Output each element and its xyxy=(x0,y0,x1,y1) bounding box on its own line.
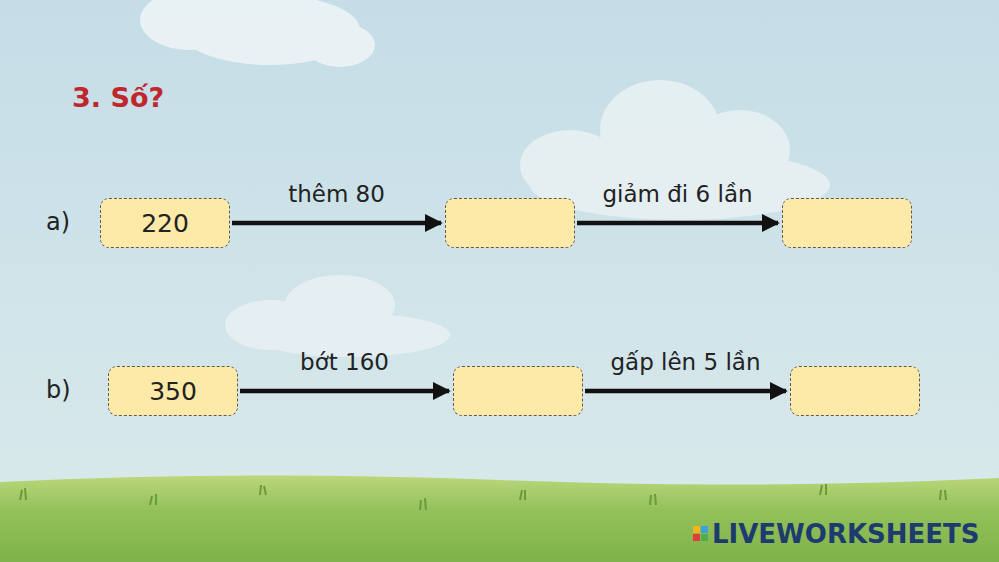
arrow xyxy=(232,221,441,226)
answer-box xyxy=(782,198,912,248)
answer-box xyxy=(445,198,575,248)
grass-tufts xyxy=(20,484,946,510)
arrow xyxy=(240,389,449,394)
answer-box xyxy=(453,366,583,416)
arrow xyxy=(585,389,786,394)
row-label: b) xyxy=(46,376,71,404)
answer-box xyxy=(790,366,920,416)
title: 3. Số? xyxy=(72,82,164,113)
grass xyxy=(0,475,999,562)
operation-label: gấp lên 5 lần xyxy=(610,349,760,375)
answer-box: 220 xyxy=(100,198,230,248)
watermark: LIVEWORKSHEETS xyxy=(712,519,980,549)
cloud xyxy=(225,275,450,357)
number-text: 220 xyxy=(141,209,189,238)
operation-label: thêm 80 xyxy=(288,181,385,207)
operation-label: bớt 160 xyxy=(300,349,389,375)
number-text: 350 xyxy=(149,377,197,406)
arrow xyxy=(577,221,778,226)
operation-label: giảm đi 6 lần xyxy=(602,181,752,207)
row-label: a) xyxy=(46,208,70,236)
cloud xyxy=(140,0,375,67)
answer-box: 350 xyxy=(108,366,238,416)
logo-mark xyxy=(693,526,708,541)
